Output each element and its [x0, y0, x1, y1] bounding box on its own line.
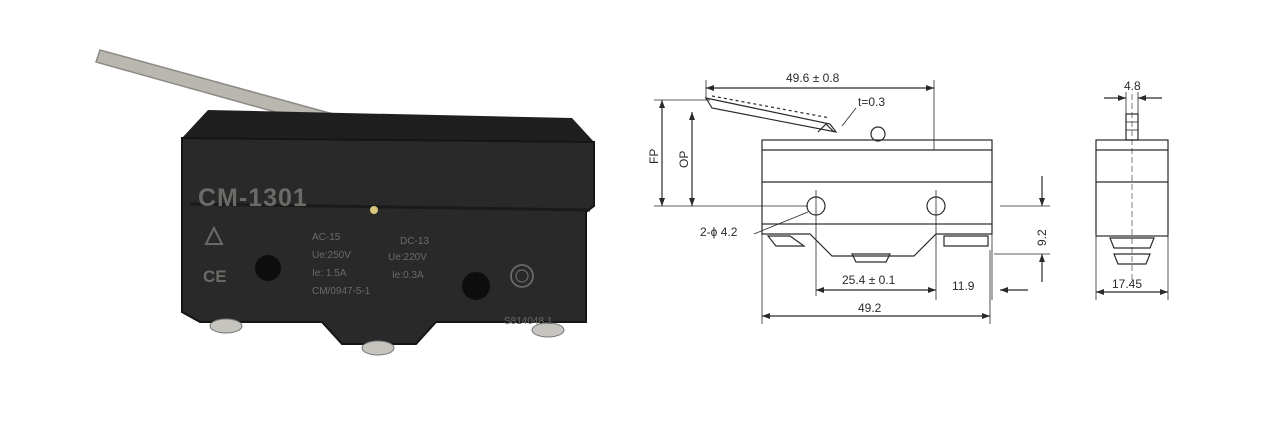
dim-side-top: 4.8 — [1124, 79, 1141, 93]
terminal-left — [209, 318, 243, 334]
side-view-labels: 4.8 17.45 — [1112, 79, 1142, 291]
mount-hole-right — [462, 272, 490, 300]
dim-body-length: 49.2 — [858, 301, 882, 315]
ccc-mark-icon — [510, 264, 534, 288]
dim-fp: FP — [647, 149, 661, 164]
terminal-center — [361, 340, 395, 356]
rating-right-0: DC-13 — [400, 236, 429, 247]
dim-holes: 2-ϕ 4.2 — [700, 225, 738, 239]
front-bottom-profile — [761, 224, 993, 257]
dim-terminal: 11.9 — [952, 279, 975, 293]
mount-hole-left — [255, 255, 281, 281]
switch-photo: CM-1301 CE AC-15 Ue:250V Ie: 1.5A CM/094… — [95, 49, 595, 356]
terminal-left-drawing — [766, 235, 806, 247]
switch-body — [181, 136, 595, 345]
model-label: CM-1301 — [198, 184, 308, 212]
front-view-labels: 49.6 ± 0.8 t=0.3 FP OP 2-ϕ 4.2 9.2 25.4 … — [647, 71, 1049, 315]
dim-length-total: 49.6 ± 0.8 — [786, 71, 840, 85]
switch-body-top — [182, 110, 594, 142]
rating-left-0: AC-15 — [312, 232, 341, 243]
ce-mark-icon: CE — [203, 267, 227, 286]
front-lever — [704, 97, 838, 133]
warning-triangle-icon — [204, 225, 224, 245]
terminal-center-drawing — [851, 253, 891, 263]
front-view-drawing — [654, 80, 1050, 324]
rating-left-2: Ie: 1.5A — [312, 268, 347, 279]
dim-side-width: 17.45 — [1112, 277, 1142, 291]
terminal-right-drawing — [943, 235, 989, 247]
terminal-right — [531, 322, 565, 338]
dim-thickness: t=0.3 — [858, 95, 885, 109]
dim-op: OP — [677, 151, 691, 168]
rating-right-1: Ue:220V — [388, 252, 427, 263]
rating-left-3: CM/0947-5-1 — [312, 286, 371, 297]
dim-hole-spacing: 25.4 ± 0.1 — [842, 273, 896, 287]
rating-right-2: Ie:0.3A — [392, 270, 424, 281]
rating-left-1: Ue:250V — [312, 250, 351, 261]
side-terminal-lower — [1113, 253, 1151, 265]
side-terminal-upper — [1109, 237, 1155, 249]
dim-height: 9.2 — [1035, 229, 1049, 246]
side-view-drawing — [1095, 92, 1169, 300]
indicator-dot — [370, 206, 378, 214]
serial-label: S814048.1 — [504, 316, 553, 327]
